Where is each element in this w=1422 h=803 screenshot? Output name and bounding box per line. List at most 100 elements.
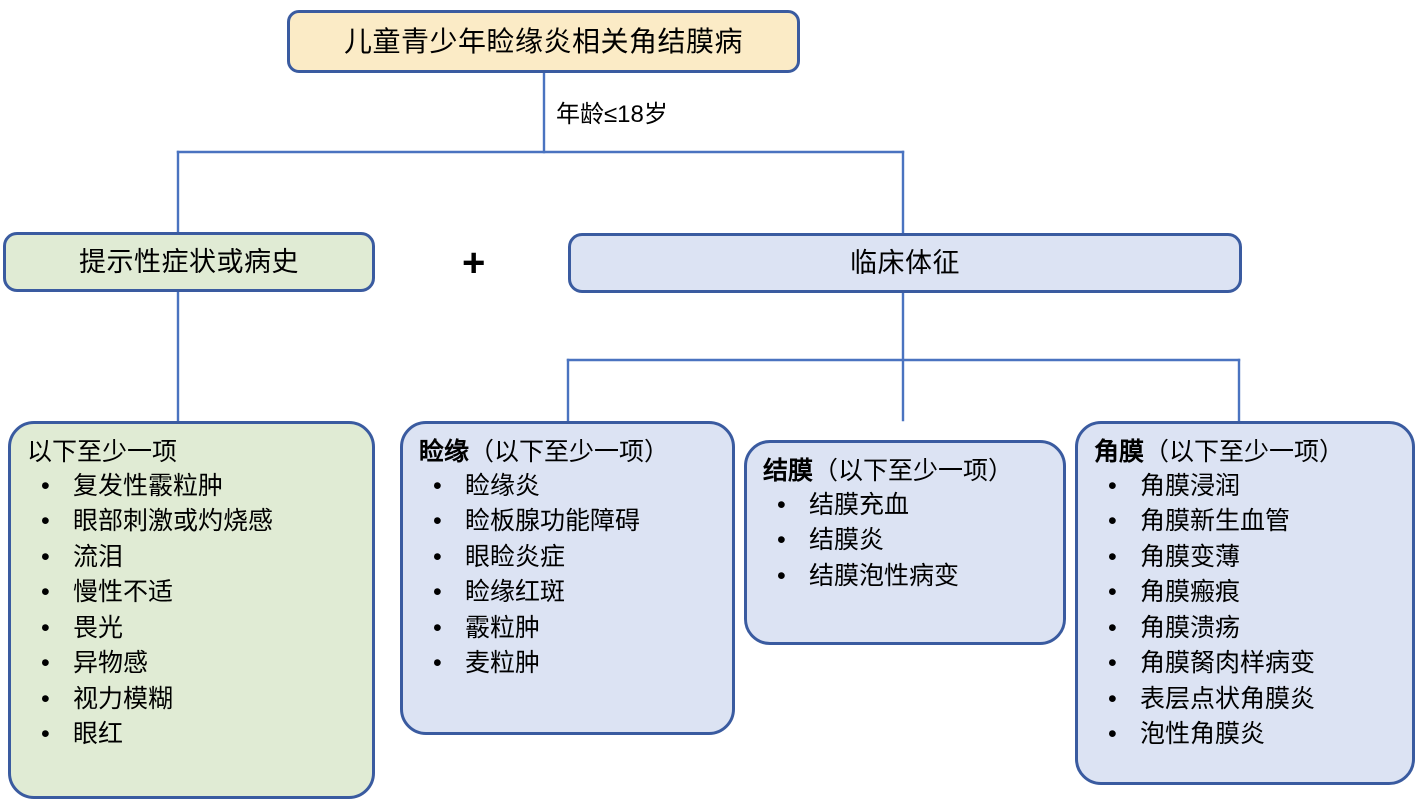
list-item: • 表层点状角膜炎 xyxy=(1094,682,1402,718)
bullet-icon: • xyxy=(41,578,50,607)
cornea-item-list: • 角膜浸润 • 角膜新生血管 • 角膜变薄 • 角膜瘢痕 • 角膜溃疡 • 角… xyxy=(1094,469,1402,753)
list-item: • 角膜新生血管 xyxy=(1094,504,1402,540)
list-item-label: 角膜溃疡 xyxy=(1140,613,1241,642)
node-clinical-signs-header[interactable]: 临床体征 xyxy=(568,233,1242,293)
eyelid-margin-item-list: • 睑缘炎 • 睑板腺功能障碍 • 眼睑炎症 • 睑缘红斑 • 霰粒肿 • 麦粒… xyxy=(419,469,722,682)
list-item-label: 结膜炎 xyxy=(809,526,885,555)
list-item-label: 睑缘炎 xyxy=(465,471,541,500)
list-item: • 复发性霰粒肿 xyxy=(27,469,362,505)
list-item-label: 角膜胬肉样病变 xyxy=(1140,649,1316,678)
eyelid-margin-heading: 睑缘（以下至少一项） xyxy=(419,438,722,467)
plus-icon: + xyxy=(462,241,486,285)
cornea-subtitle: （以下至少一项） xyxy=(1144,438,1345,466)
cornea-heading: 角膜（以下至少一项） xyxy=(1094,438,1402,467)
list-item: • 睑缘炎 xyxy=(419,469,722,505)
list-item: • 畏光 xyxy=(27,611,362,647)
list-item: • 角膜浸润 xyxy=(1094,469,1402,505)
list-item: • 眼部刺激或灼烧感 xyxy=(27,504,362,540)
bullet-icon: • xyxy=(1108,471,1117,500)
eyelid-margin-subtitle: （以下至少一项） xyxy=(469,438,670,466)
bullet-icon: • xyxy=(41,720,50,749)
list-item-label: 泡性角膜炎 xyxy=(1140,720,1266,749)
bullet-icon: • xyxy=(777,490,786,519)
bullet-icon: • xyxy=(433,578,442,607)
list-item: • 结膜泡性病变 xyxy=(763,559,1053,595)
bullet-icon: • xyxy=(433,649,442,678)
list-item: • 角膜变薄 xyxy=(1094,540,1402,576)
conjunctiva-subtitle: （以下至少一项） xyxy=(813,457,1014,485)
bullet-icon: • xyxy=(1108,507,1117,536)
list-item: • 霰粒肿 xyxy=(419,611,722,647)
list-item: • 睑缘红斑 xyxy=(419,575,722,611)
list-item: • 慢性不适 xyxy=(27,575,362,611)
list-item-label: 角膜浸润 xyxy=(1140,471,1241,500)
list-item-label: 复发性霰粒肿 xyxy=(73,471,224,500)
list-item: • 结膜炎 xyxy=(763,523,1053,559)
bullet-icon: • xyxy=(1108,613,1117,642)
list-item-label: 异物感 xyxy=(73,649,149,678)
title-label: 儿童青少年睑缘炎相关角结膜病 xyxy=(343,25,743,57)
node-eyelid-margin[interactable]: 睑缘（以下至少一项） • 睑缘炎 • 睑板腺功能障碍 • 眼睑炎症 • 睑缘红斑… xyxy=(400,421,735,735)
bullet-icon: • xyxy=(41,471,50,500)
eyelid-margin-title: 睑缘 xyxy=(419,438,470,466)
list-item-label: 慢性不适 xyxy=(73,578,174,607)
bullet-icon: • xyxy=(433,507,442,536)
bullet-icon: • xyxy=(1108,578,1117,607)
conjunctiva-item-list: • 结膜充血 • 结膜炎 • 结膜泡性病变 xyxy=(763,488,1053,595)
clinical-signs-header-label: 临床体征 xyxy=(850,247,960,278)
symptoms-header-label: 提示性症状或病史 xyxy=(79,246,299,277)
bullet-icon: • xyxy=(41,542,50,571)
list-item: • 结膜充血 xyxy=(763,488,1053,524)
edge-label-age: 年龄≤18岁 xyxy=(556,101,668,128)
bullet-icon: • xyxy=(433,471,442,500)
list-item-label: 眼红 xyxy=(73,720,124,749)
symptoms-item-list: • 复发性霰粒肿 • 眼部刺激或灼烧感 • 流泪 • 慢性不适 • 畏光 • 异… xyxy=(27,469,362,753)
list-item: • 睑板腺功能障碍 xyxy=(419,504,722,540)
list-item: • 眼睑炎症 xyxy=(419,540,722,576)
list-item: • 角膜瘢痕 xyxy=(1094,575,1402,611)
bullet-icon: • xyxy=(1108,542,1117,571)
symptoms-list-heading: 以下至少一项 xyxy=(27,438,178,466)
bullet-icon: • xyxy=(1108,649,1117,678)
bullet-icon: • xyxy=(777,526,786,555)
list-item-label: 流泪 xyxy=(73,542,124,571)
node-title[interactable]: 儿童青少年睑缘炎相关角结膜病 xyxy=(287,10,800,73)
list-item-label: 角膜新生血管 xyxy=(1140,507,1291,536)
list-item: • 流泪 xyxy=(27,540,362,576)
list-item: • 异物感 xyxy=(27,646,362,682)
list-item-label: 睑板腺功能障碍 xyxy=(465,507,641,536)
bullet-icon: • xyxy=(433,613,442,642)
list-item: • 视力模糊 xyxy=(27,682,362,718)
list-item: • 角膜溃疡 xyxy=(1094,611,1402,647)
list-item-label: 表层点状角膜炎 xyxy=(1140,684,1316,713)
list-item-label: 畏光 xyxy=(73,613,124,642)
list-item-label: 视力模糊 xyxy=(73,684,174,713)
conjunctiva-heading: 结膜（以下至少一项） xyxy=(763,457,1053,486)
bullet-icon: • xyxy=(41,684,50,713)
bullet-icon: • xyxy=(1108,684,1117,713)
bullet-icon: • xyxy=(433,542,442,571)
bullet-icon: • xyxy=(777,561,786,590)
node-cornea[interactable]: 角膜（以下至少一项） • 角膜浸润 • 角膜新生血管 • 角膜变薄 • 角膜瘢痕… xyxy=(1075,421,1415,785)
bullet-icon: • xyxy=(41,507,50,536)
list-item: • 眼红 xyxy=(27,717,362,753)
list-item: • 麦粒肿 xyxy=(419,646,722,682)
bullet-icon: • xyxy=(1108,720,1117,749)
list-item-label: 角膜瘢痕 xyxy=(1140,578,1241,607)
list-item-label: 霰粒肿 xyxy=(465,613,541,642)
list-item: • 泡性角膜炎 xyxy=(1094,717,1402,753)
node-conjunctiva[interactable]: 结膜（以下至少一项） • 结膜充血 • 结膜炎 • 结膜泡性病变 xyxy=(744,440,1066,645)
list-item: • 角膜胬肉样病变 xyxy=(1094,646,1402,682)
list-item-label: 结膜充血 xyxy=(809,490,910,519)
list-item-label: 结膜泡性病变 xyxy=(809,561,960,590)
node-symptoms-list[interactable]: 以下至少一项 • 复发性霰粒肿 • 眼部刺激或灼烧感 • 流泪 • 慢性不适 •… xyxy=(8,421,375,799)
bullet-icon: • xyxy=(41,649,50,678)
conjunctiva-title: 结膜 xyxy=(763,457,814,485)
cornea-title: 角膜 xyxy=(1094,438,1145,466)
list-item-label: 眼部刺激或灼烧感 xyxy=(73,507,274,536)
list-item-label: 麦粒肿 xyxy=(465,649,541,678)
bullet-icon: • xyxy=(41,613,50,642)
node-symptoms-header[interactable]: 提示性症状或病史 xyxy=(3,232,375,292)
